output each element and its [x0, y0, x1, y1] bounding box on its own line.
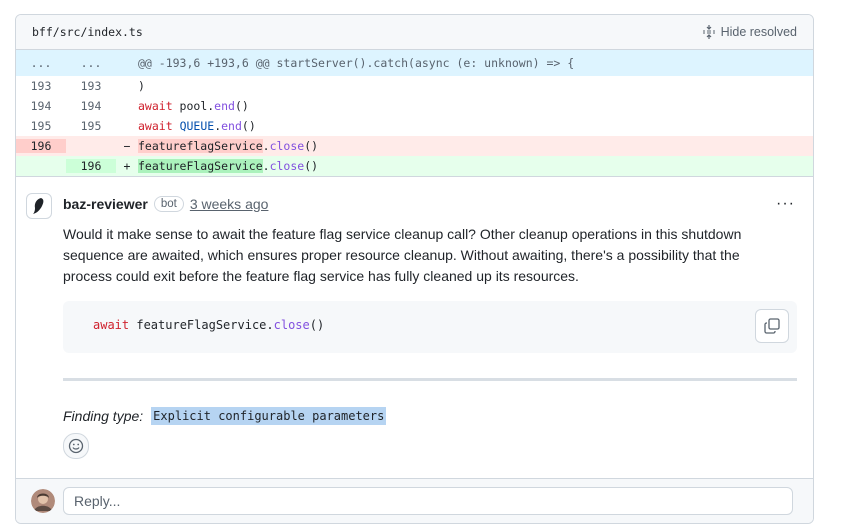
line-code: featureflagService.close() — [138, 139, 319, 153]
review-comment: baz-reviewer bot 3 weeks ago ··· Would i… — [16, 176, 813, 475]
reply-bar — [16, 478, 813, 523]
file-header: bff/src/index.ts Hide resolved — [16, 15, 813, 50]
add-reaction-button[interactable] — [63, 433, 89, 459]
hunk-header-row: ... ... @@ -193,6 +193,6 @@ startServer(… — [16, 50, 813, 76]
copy-button[interactable] — [755, 309, 789, 343]
finding-type-value: Explicit configurable parameters — [151, 407, 387, 425]
old-line-number[interactable]: 195 — [30, 119, 52, 133]
line-code: featureFlagService.close() — [138, 159, 319, 173]
old-line-number[interactable]: 193 — [30, 79, 52, 93]
diff-line: 195 195 await QUEUE.end() — [16, 116, 813, 136]
hide-resolved-label: Hide resolved — [720, 25, 797, 39]
baz-logo-icon — [33, 198, 44, 214]
unfold-icon — [702, 25, 715, 39]
diff-view: ... ... @@ -193,6 +193,6 @@ startServer(… — [16, 50, 813, 176]
smiley-icon — [68, 438, 84, 454]
suggestion-code: await featureFlagService.close() — [93, 318, 325, 332]
new-line-number[interactable]: 193 — [80, 79, 102, 93]
new-line-number[interactable]: 196 — [66, 159, 116, 173]
user-avatar[interactable] — [31, 489, 55, 513]
suggestion-code-block: await featureFlagService.close() — [63, 301, 797, 353]
expand-down-button[interactable]: ... — [80, 56, 102, 70]
diff-line: 193 193 ) — [16, 76, 813, 96]
line-code: await QUEUE.end() — [138, 119, 256, 133]
old-line-number[interactable]: 194 — [30, 99, 52, 113]
line-code: ) — [138, 79, 145, 93]
finding-type-label: Finding type: — [63, 408, 144, 424]
old-line-number[interactable]: 196 — [16, 139, 66, 153]
diff-line: 194 194 await pool.end() — [16, 96, 813, 116]
hunk-header-text: @@ -193,6 +193,6 @@ startServer().catch(… — [138, 56, 575, 70]
comment-timestamp[interactable]: 3 weeks ago — [189, 196, 269, 212]
divider — [63, 378, 797, 381]
line-sign: − — [123, 139, 131, 153]
user-avatar-icon — [31, 489, 55, 513]
diff-line-deleted: 196 − featureflagService.close() — [16, 136, 813, 156]
new-line-number[interactable]: 195 — [80, 119, 102, 133]
diff-line-added: 196 + featureFlagService.close() — [16, 156, 813, 176]
comment-author[interactable]: baz-reviewer — [63, 196, 148, 212]
finding-type: Finding type: Explicit configurable para… — [63, 407, 797, 425]
comment-header: baz-reviewer bot 3 weeks ago — [63, 191, 797, 217]
hide-resolved-button[interactable]: Hide resolved — [702, 25, 797, 39]
bot-avatar[interactable] — [26, 193, 52, 219]
bot-badge: bot — [153, 196, 184, 212]
more-options-icon[interactable]: ··· — [776, 195, 795, 212]
file-path[interactable]: bff/src/index.ts — [32, 25, 143, 39]
new-line-number[interactable]: 194 — [80, 99, 102, 113]
line-sign: + — [123, 159, 131, 173]
copy-icon — [764, 318, 780, 334]
expand-up-button[interactable]: ... — [30, 56, 52, 70]
reply-input[interactable] — [63, 487, 793, 515]
comment-body: Would it make sense to await the feature… — [63, 226, 742, 284]
line-code: await pool.end() — [138, 99, 249, 113]
review-thread-card: bff/src/index.ts Hide resolved ... ... @… — [15, 14, 814, 524]
